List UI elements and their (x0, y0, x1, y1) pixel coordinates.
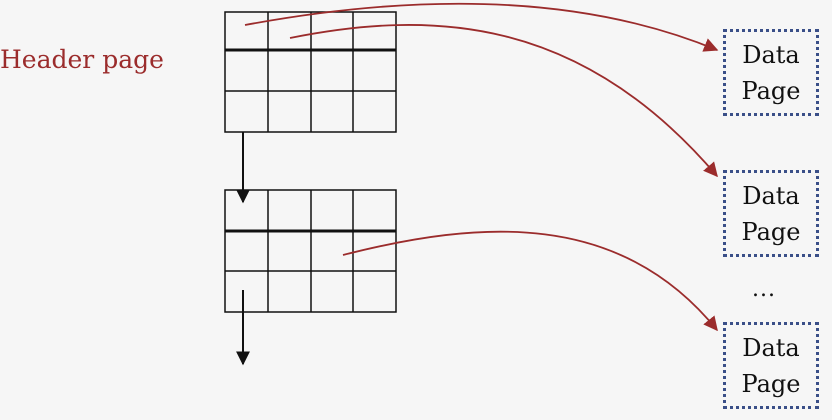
data-page-box: Data Page (723, 29, 819, 116)
ellipsis: ... (752, 277, 776, 302)
data-page-line2: Page (741, 76, 801, 105)
pointer-arrow-3 (342, 230, 718, 332)
header-page-2-grid (224, 189, 397, 313)
data-page-line1: Data (742, 40, 800, 69)
data-page-line2: Page (741, 217, 801, 246)
data-page-box: Data Page (723, 170, 819, 257)
data-page-box: Data Page (723, 322, 819, 409)
data-page-line1: Data (742, 333, 800, 362)
header-page-label: Header page (0, 45, 164, 74)
data-page-line2: Page (741, 369, 801, 398)
pointer-arrow-1 (244, 2, 719, 52)
data-page-line1: Data (742, 181, 800, 210)
header-page-1-grid (224, 11, 397, 133)
pointer-arrow-2 (289, 24, 718, 178)
